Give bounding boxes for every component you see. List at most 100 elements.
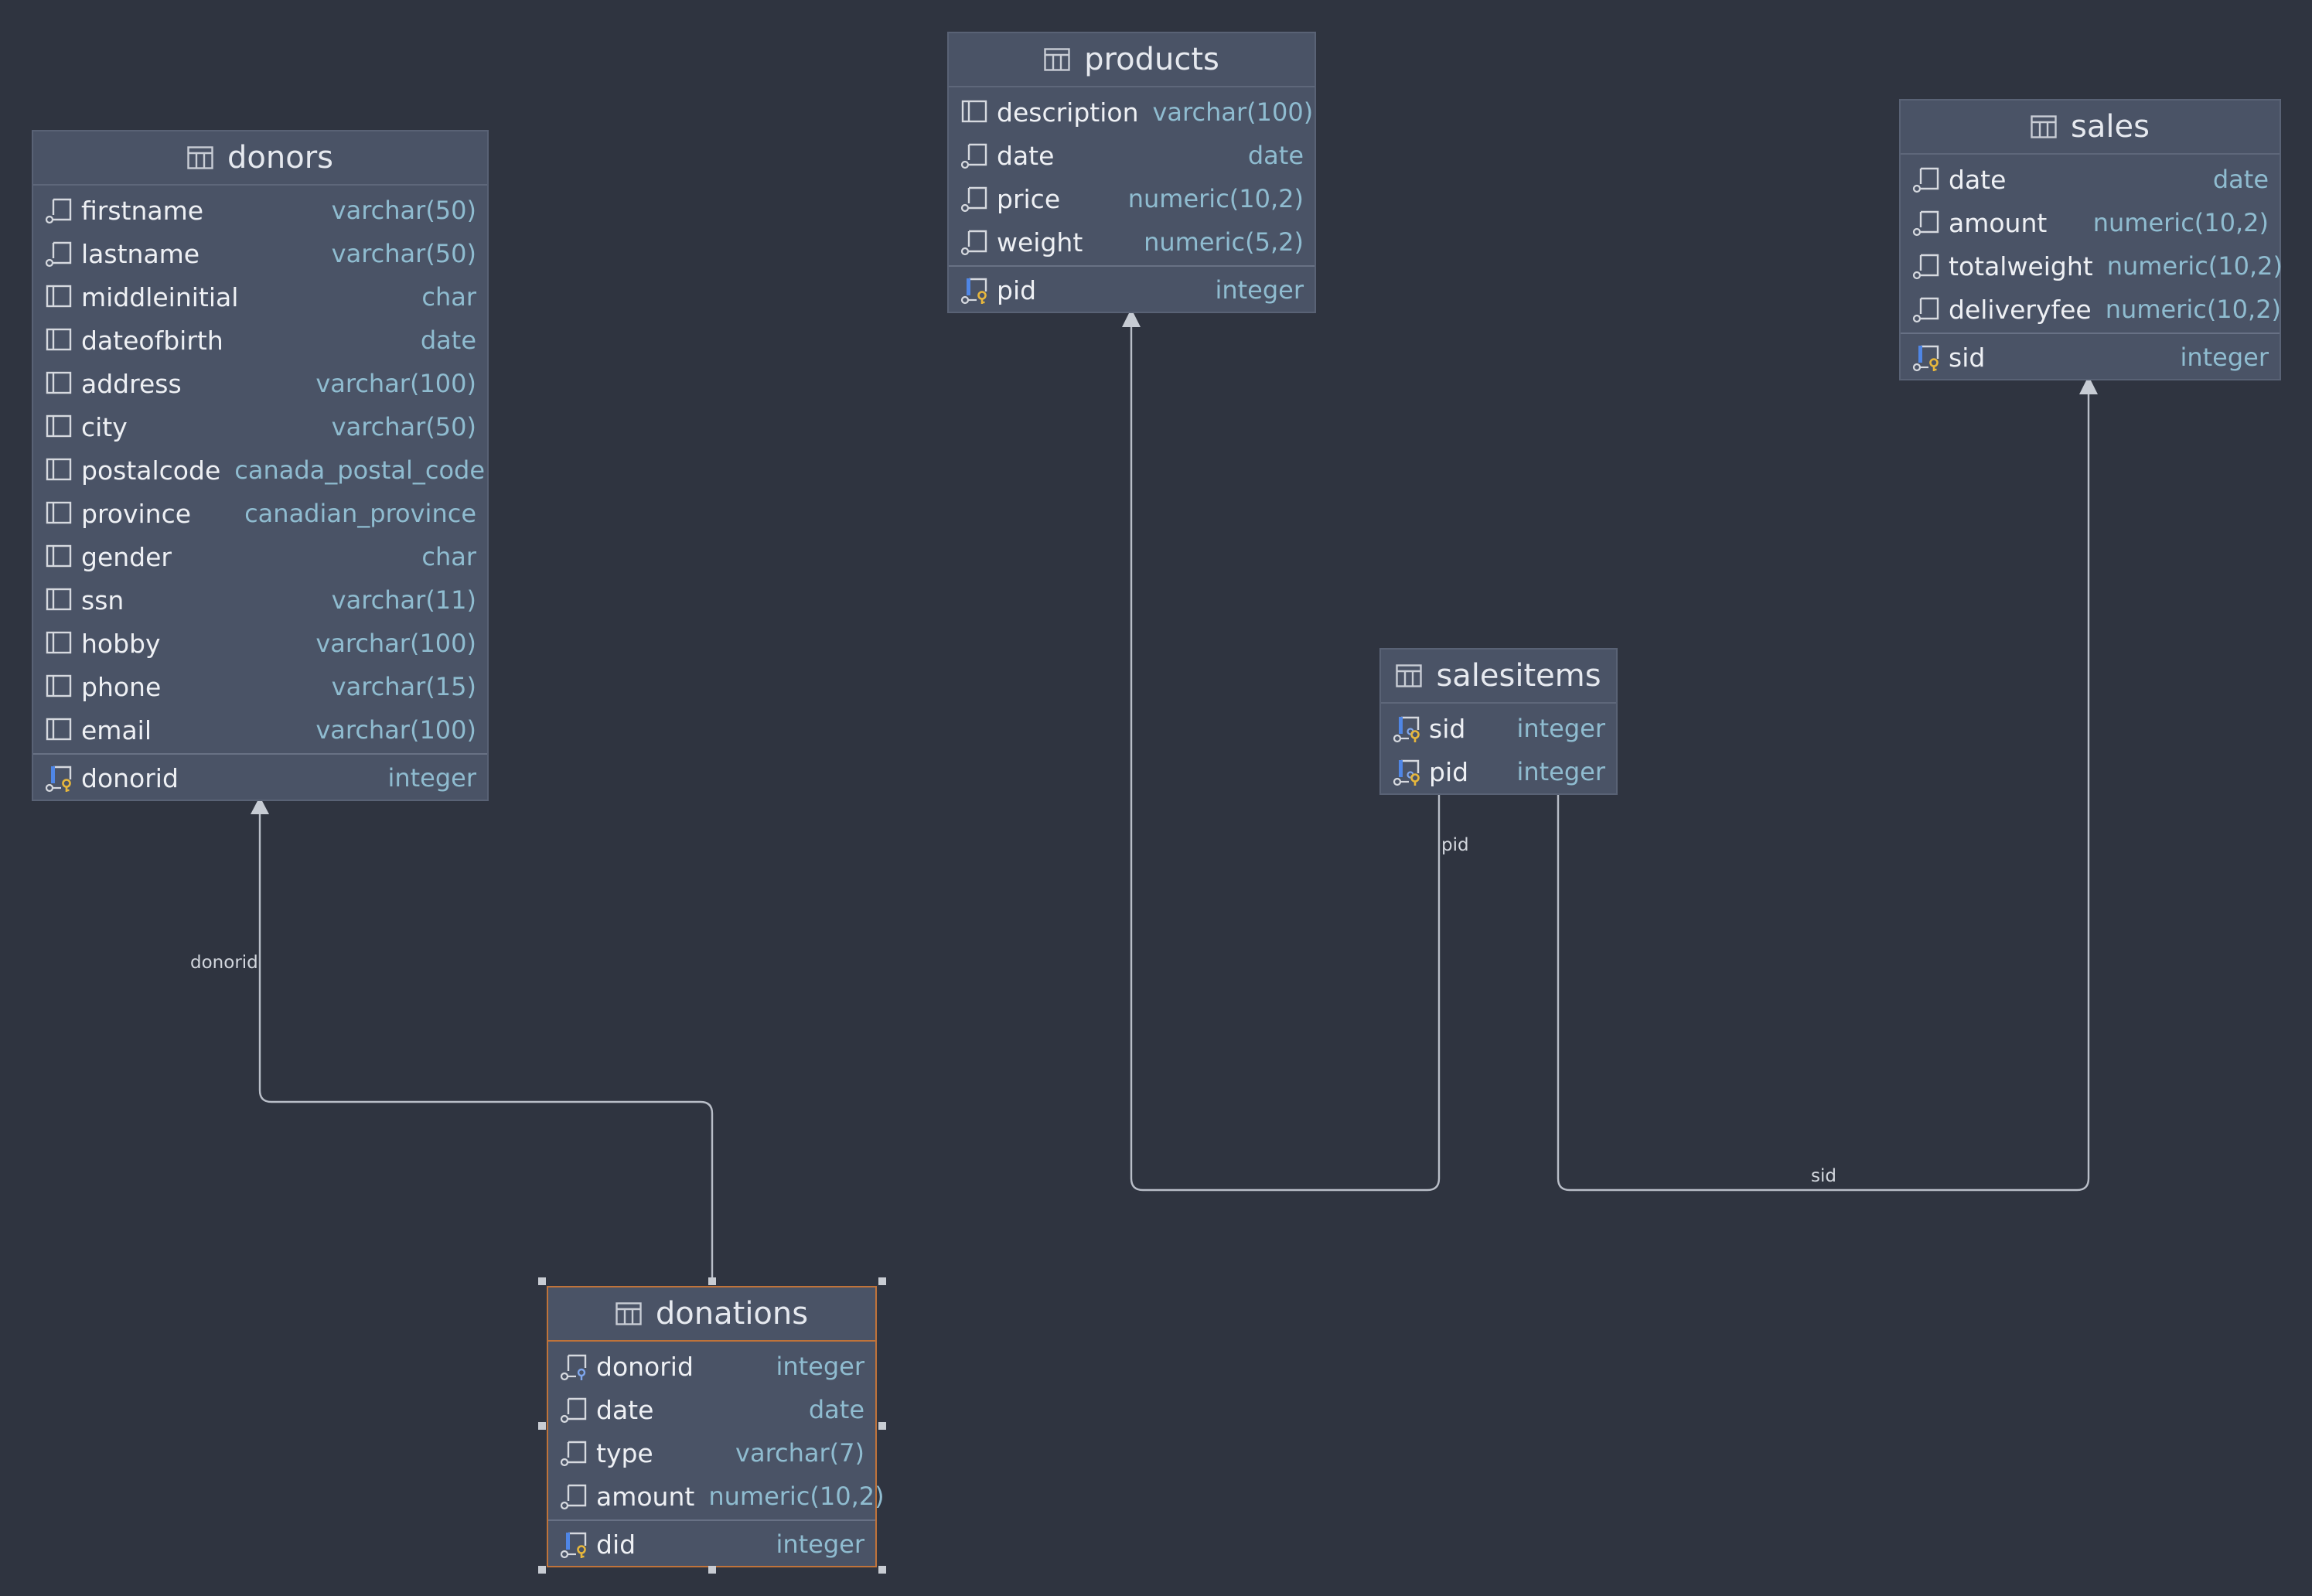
column-name: firstname (81, 195, 204, 226)
table-header[interactable]: donations (548, 1287, 875, 1342)
column-row-firstname[interactable]: firstname varchar(50) (33, 189, 487, 232)
column-name: ssn (81, 585, 124, 616)
column-type: char (421, 542, 476, 571)
resize-handle-sw[interactable] (538, 1566, 546, 1574)
column-icon (44, 325, 75, 356)
column-type: varchar(100) (315, 369, 476, 398)
column-type: integer (1516, 757, 1605, 786)
column-row-sid[interactable]: sid integer (1901, 332, 2280, 379)
column-row-province[interactable]: province canadian_province (33, 492, 487, 535)
table-header[interactable]: products (949, 33, 1315, 87)
resize-handle-s[interactable] (708, 1566, 716, 1574)
table-header[interactable]: salesitems (1381, 650, 1616, 704)
table-header[interactable]: sales (1901, 101, 2280, 155)
table-title: salesitems (1436, 658, 1601, 694)
resize-handle-se[interactable] (878, 1566, 886, 1574)
edge-label-donorid: donorid (190, 953, 258, 973)
nullable-column-icon (960, 183, 991, 214)
column-row-city[interactable]: city varchar(50) (33, 405, 487, 448)
column-type: varchar(100) (315, 715, 476, 745)
column-row-address[interactable]: address varchar(100) (33, 362, 487, 405)
primary-key-icon (1911, 342, 1942, 373)
resize-handle-nw[interactable] (538, 1277, 546, 1285)
column-name: type (596, 1437, 653, 1468)
column-name: lastname (81, 238, 200, 269)
column-type: numeric(10,2) (708, 1482, 885, 1511)
column-type: integer (776, 1530, 864, 1559)
foreign-key-icon (559, 1351, 590, 1382)
column-type: integer (2180, 343, 2269, 372)
column-name: donorid (596, 1351, 694, 1382)
column-type: date (2212, 165, 2269, 194)
column-type: varchar(50) (331, 196, 476, 225)
column-name: address (81, 368, 182, 399)
table-header[interactable]: donors (33, 131, 487, 186)
column-name: province (81, 498, 192, 529)
column-icon (44, 585, 75, 616)
table-title: sales (2071, 109, 2150, 145)
column-type: date (1247, 141, 1304, 170)
edge-label-pid: pid (1441, 835, 1469, 855)
resize-handle-w[interactable] (538, 1422, 546, 1430)
column-name: sid (1949, 342, 1986, 373)
column-type: integer (1516, 714, 1605, 743)
column-row-type[interactable]: type varchar(7) (548, 1431, 875, 1475)
column-type: varchar(50) (331, 412, 476, 442)
edge-donations-donors[interactable] (251, 796, 714, 1281)
resize-handle-ne[interactable] (878, 1277, 886, 1285)
table-icon (1396, 664, 1423, 687)
edge-salesitems-products[interactable] (1122, 309, 1441, 1192)
resize-handle-e[interactable] (878, 1422, 886, 1430)
column-type: canadian_province (244, 499, 476, 528)
column-name: pid (997, 275, 1037, 305)
edge-salesitems-sales[interactable] (1557, 376, 2098, 1192)
column-type: varchar(15) (331, 672, 476, 701)
nullable-column-icon (559, 1481, 590, 1512)
column-name: city (81, 411, 128, 442)
table-title: products (1084, 42, 1219, 77)
nullable-column-icon (1911, 251, 1942, 281)
resize-handle-n[interactable] (708, 1277, 716, 1285)
column-icon (44, 541, 75, 572)
table-icon (616, 1302, 642, 1325)
column-icon (44, 671, 75, 702)
nullable-column-icon (1911, 164, 1942, 195)
nullable-column-icon (44, 238, 75, 269)
column-type: varchar(7) (735, 1438, 864, 1468)
nullable-column-icon (559, 1394, 590, 1425)
table-title: donations (655, 1296, 809, 1332)
